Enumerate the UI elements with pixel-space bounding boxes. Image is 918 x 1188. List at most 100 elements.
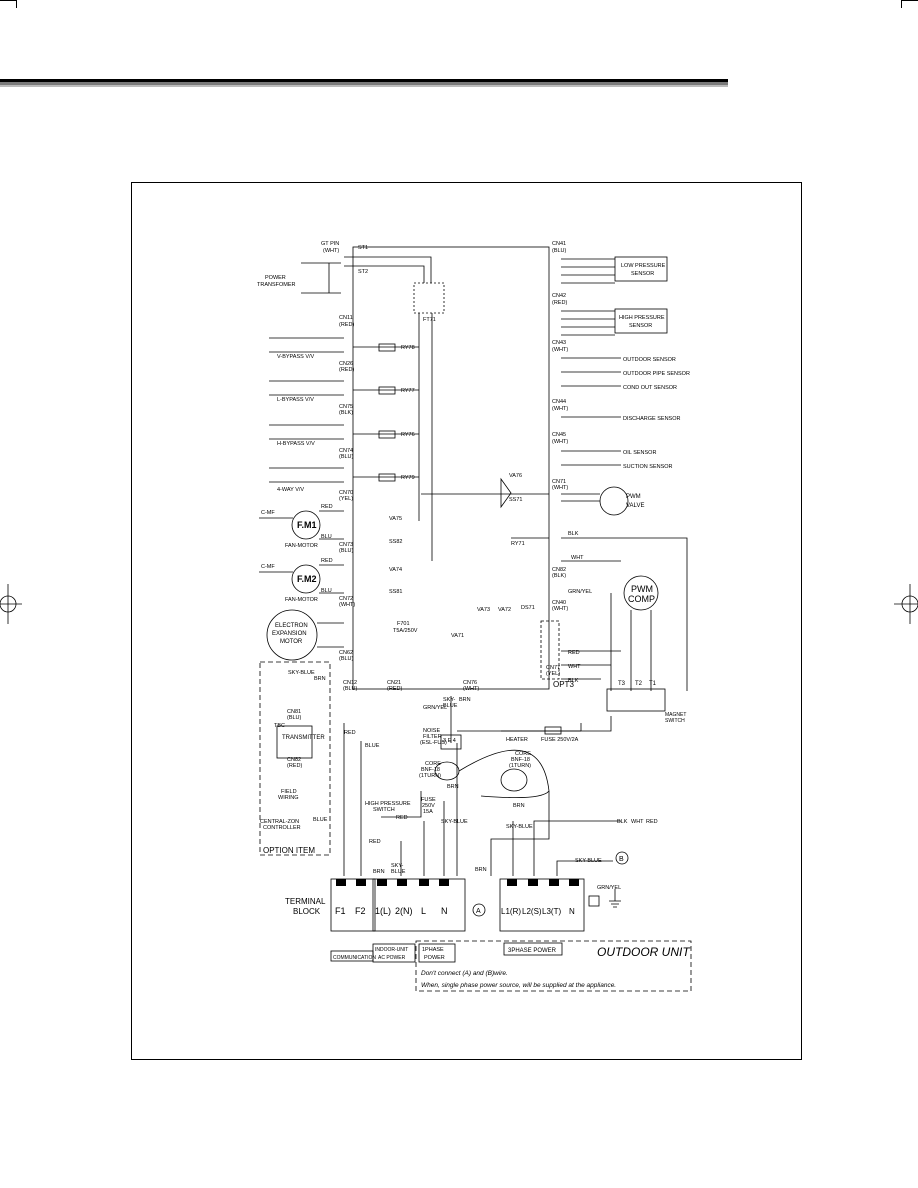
cn11-label: CN11	[339, 315, 353, 321]
cn81-color: (BLU)	[287, 715, 302, 721]
cn82-wire-1: BLK	[568, 531, 579, 537]
fan-motor-2-color: (WHT)	[339, 602, 355, 608]
va73-label: VA73	[477, 607, 490, 613]
sensor-oil: OIL SENSOR	[623, 450, 656, 456]
noise-filter-terminals: 3 E 4	[443, 738, 456, 744]
wire-brn-1: BRN	[447, 784, 459, 790]
valve-name-4: 4-WAY V/V	[277, 487, 304, 493]
heater-label: HEATER	[506, 737, 528, 743]
cn12-label: CN12	[343, 680, 357, 686]
cn21-label: CN21	[387, 680, 401, 686]
high-pressure-2: SENSOR	[629, 323, 652, 329]
fan-motor-2-wire-bottom: BLU	[321, 588, 332, 594]
cn77-wire-red: RED	[568, 650, 580, 656]
wire-blue: BLUE	[313, 817, 328, 823]
pwm-comp-line-1: PWM	[631, 584, 653, 594]
eev-line-1: ELECTRON	[275, 623, 308, 629]
fan-motor-1-ssr: SS82	[389, 539, 402, 545]
transformer-label-2: TRANSFOMER	[257, 282, 296, 288]
noise-filter-3: (ESL-FUS)	[420, 740, 447, 746]
valve-relay-1: RY78	[401, 345, 415, 351]
valve-name-3: H-BYPASS V/V	[277, 441, 315, 447]
va72-label: VA72	[498, 607, 511, 613]
wire-sky-blue-2: SKY-BLUE	[506, 824, 533, 830]
terminal-wire-sky-1: SKY-	[391, 863, 404, 869]
cn81-label: CN81	[287, 709, 301, 715]
fan-motor-1-wire-top: RED	[321, 504, 333, 510]
terminal-l1r: L1(R)	[501, 907, 521, 916]
wire-red-1: RED	[396, 815, 408, 821]
terminal-block-line-2: BLOCK	[293, 907, 321, 916]
noise-filter-sky-2: BLUE	[443, 703, 458, 709]
low-pressure-1: LOW PRESSURE	[621, 263, 666, 269]
valve-color-1: (RED)	[339, 367, 354, 373]
pwm-valve-line-2: VALVE	[626, 503, 644, 509]
sensor-discharge: DISCHARGE SENSOR	[623, 416, 680, 422]
sensor-outdoor-pipe: OUTDOOR PIPE SENSOR	[623, 371, 690, 377]
terminal-wire-brn: BRN	[373, 869, 385, 875]
fan-motor-1-cap: C-MF	[261, 510, 275, 516]
wiring-diagram: GT PIN (WHT) ST1 ST2 POWER TRANSFOMER FT…	[257, 241, 692, 992]
cn82b-color: (RED)	[287, 763, 302, 769]
wire-wht: WHT	[631, 819, 644, 825]
noise-filter-2: FILTER	[423, 734, 442, 740]
cn41-label: CN41	[552, 241, 566, 247]
cn77-label: CN77	[546, 665, 560, 671]
terminal-1l: 1(L)	[375, 906, 391, 916]
label-communication: COMMUNICATION	[333, 955, 376, 961]
sensor-cond-out: COND OUT SENSOR	[623, 385, 677, 391]
fan-motor-1-color: (BLU)	[339, 548, 354, 554]
marker-b: B	[619, 856, 624, 863]
registration-mark-right	[894, 584, 918, 624]
eev-connector: CN62	[339, 650, 353, 656]
terminal-f1: F1	[335, 906, 346, 916]
core-1-line-1: CORE	[425, 761, 441, 767]
low-pressure-2: SENSOR	[631, 271, 654, 277]
option-item-label: OPTION ITEM	[263, 846, 315, 855]
transformer-label-1: POWER	[265, 275, 286, 281]
sensor-suction: SUCTION SENSOR	[623, 464, 673, 470]
cn44-label: CN44	[552, 399, 566, 405]
cn41-color: (BLU)	[552, 248, 567, 254]
cn82b-label: CN82	[287, 757, 301, 763]
cn40-label: CN40	[552, 600, 566, 606]
cn77-wire-blk: BLK	[568, 678, 579, 684]
core-1-line-3: (1TURN)	[419, 773, 441, 779]
magnet-t1: T1	[649, 681, 657, 687]
cn21-color: (RED)	[387, 686, 402, 692]
fan-motor-2-connector: CN72	[339, 596, 353, 602]
core-1-line-2: BNF-18	[421, 767, 440, 773]
magnet-t3: T3	[618, 681, 626, 687]
cn82-color: (BLK)	[552, 573, 566, 579]
noise-filter-sky-1: SKY-	[443, 697, 456, 703]
core-2-line-1: CORE	[515, 751, 531, 757]
valve-connector-4: CN70	[339, 490, 353, 496]
fuse-mid-2: 250V	[422, 803, 435, 809]
central-controller-1: CENTRAL-ZON	[260, 819, 299, 825]
fan-motor-1-caption: FAN-MOTOR	[285, 543, 318, 549]
fuse-top-label: FUSE 250V/2A	[541, 737, 579, 743]
terminal-3n: N	[569, 907, 575, 916]
pwm-valve-line-1: PWM	[626, 494, 641, 500]
valve-color-4: (YEL)	[339, 496, 353, 502]
eev-line-2: EXPANSION	[272, 631, 307, 637]
terminal-block-line-1: TERMINAL	[285, 897, 326, 906]
cn44-color: (WHT)	[552, 406, 568, 412]
terminal-l: L	[421, 906, 426, 916]
cn77-color: (YEL)	[546, 671, 560, 677]
ft71-box	[413, 282, 445, 314]
crop-mark-top-right-v	[901, 0, 902, 8]
wiring-diagram-frame: GT PIN (WHT) ST1 ST2 POWER TRANSFOMER FT…	[131, 182, 802, 1060]
cn82-label: CN82	[552, 567, 566, 573]
cn71-color: (WHT)	[552, 485, 568, 491]
cn40-wire: GRN/YEL	[568, 589, 592, 595]
label-indoor-power-1: INDOOR-UNIT	[375, 947, 408, 953]
cn42-color: (RED)	[552, 300, 567, 306]
label-1phase-2: POWER	[424, 955, 445, 961]
va76-label: VA76	[509, 473, 522, 479]
outdoor-unit-label: OUTDOOR UNIT	[597, 945, 691, 959]
option-red: RED	[344, 730, 356, 736]
note-line-1: Don't connect (A) and (B)wire.	[421, 970, 508, 977]
valve-color-3: (BLU)	[339, 454, 354, 460]
cn43-color: (WHT)	[552, 347, 568, 353]
